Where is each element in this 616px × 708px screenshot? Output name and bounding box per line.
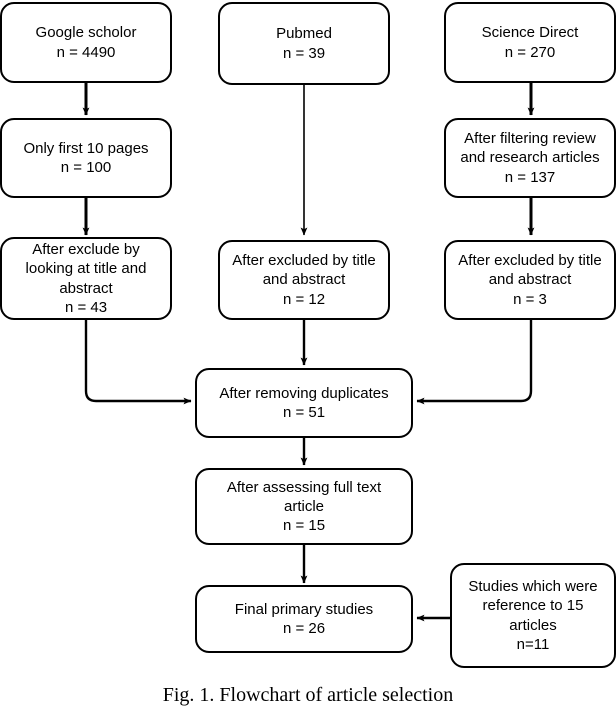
node-only-first-10-pages[interactable]: Only first 10 pages n = 100 (0, 118, 172, 198)
node-final-primary-studies[interactable]: Final primary studies n = 26 (195, 585, 413, 653)
edge-after-exclude-to-duplicates (84, 320, 192, 405)
node-after-exclude-looking-label: After exclude by looking at title and ab… (25, 241, 147, 316)
node-after-filtering-review[interactable]: After filtering review and research arti… (444, 118, 616, 198)
node-science-direct-label: Science Direct n = 270 (481, 24, 579, 61)
node-pubmed-label: Pubmed n = 39 (276, 25, 332, 62)
node-studies-reference-label: Studies which were reference to 15 artic… (468, 578, 598, 653)
node-science-direct[interactable]: Science Direct n = 270 (444, 2, 616, 83)
node-after-removing-duplicates[interactable]: After removing duplicates n = 51 (195, 368, 413, 438)
node-only-first-10-pages-label: Only first 10 pages n = 100 (23, 139, 149, 176)
node-google-scholar-label: Google scholor n = 4490 (35, 24, 137, 61)
node-studies-reference[interactable]: Studies which were reference to 15 artic… (450, 563, 616, 668)
node-final-primary-studies-label: Final primary studies n = 26 (234, 600, 374, 637)
node-pubmed[interactable]: Pubmed n = 39 (218, 2, 390, 85)
node-after-exclude-looking[interactable]: After exclude by looking at title and ab… (0, 237, 172, 320)
node-after-excluded-title-pubmed-label: After excluded by title and abstract n =… (232, 252, 376, 308)
node-after-filtering-review-label: After filtering review and research arti… (460, 130, 600, 186)
node-after-assessing-full-text-label: After assessing full text article n = 15 (226, 478, 382, 535)
node-after-removing-duplicates-label: After removing duplicates n = 51 (219, 384, 389, 421)
node-after-excluded-title-science[interactable]: After excluded by title and abstract n =… (444, 240, 616, 320)
edge-after-excluded-science-to-duplicates (416, 320, 533, 405)
node-after-excluded-title-pubmed[interactable]: After excluded by title and abstract n =… (218, 240, 390, 320)
node-after-excluded-title-science-label: After excluded by title and abstract n =… (458, 252, 602, 308)
figure-caption: Fig. 1. Flowchart of article selection (162, 684, 454, 706)
node-google-scholar[interactable]: Google scholor n = 4490 (0, 2, 172, 83)
node-after-assessing-full-text[interactable]: After assessing full text article n = 15 (195, 468, 413, 545)
